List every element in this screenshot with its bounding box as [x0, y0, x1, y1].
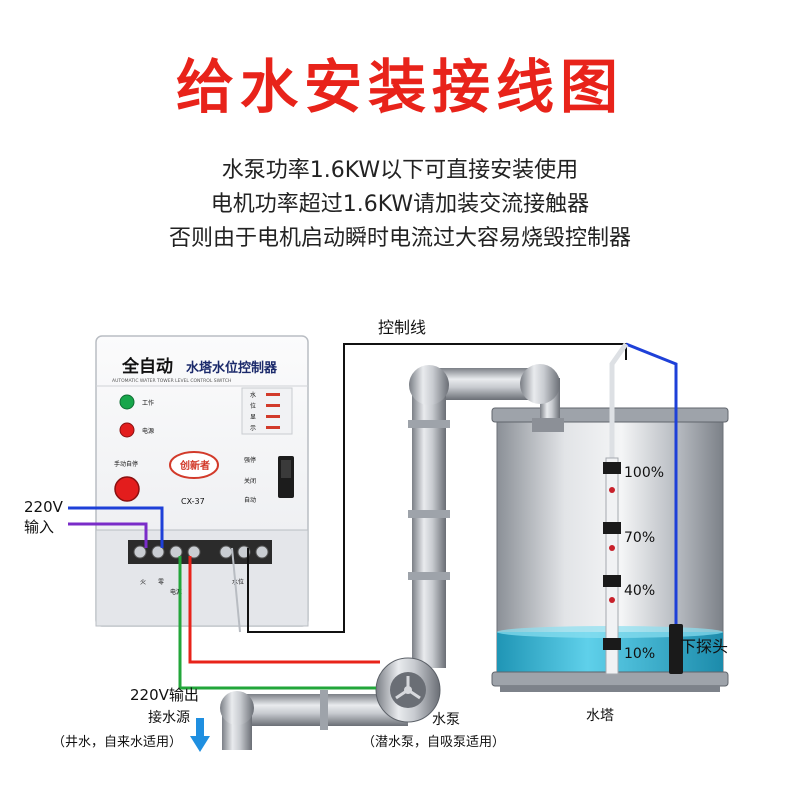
input-wire-blue [68, 506, 164, 548]
water-source-arrow-icon [190, 718, 210, 752]
terminal-label: 火 [140, 579, 146, 586]
indicator-label: 位 [250, 402, 256, 410]
power-led [119, 422, 135, 438]
model-label: CX-37 [181, 497, 205, 506]
output-wire-red [188, 556, 380, 664]
controller-brand: 全自动 [121, 356, 173, 377]
subtitle-line-3: 否则由于电机启动瞬时电流过大容易烧毁控制器 [168, 226, 631, 251]
level-probe-rod [603, 457, 621, 675]
switch-label: 强停 [244, 456, 256, 464]
work-led [119, 394, 135, 410]
input-wire-purple [68, 522, 148, 548]
input-word-label: 输入 [24, 518, 54, 536]
water-pipe [220, 364, 564, 750]
reset-button[interactable] [114, 476, 140, 502]
level-label: 40% [624, 583, 655, 599]
controller-box: 全自动 水塔水位控制器 AUTOMATIC WATER TOWER LEVEL … [95, 335, 309, 627]
pump-label: 水泵 [432, 712, 460, 728]
switch-label: 关闭 [244, 477, 256, 485]
lower-probe-label: 下探头 [680, 637, 728, 656]
indicator-label: 示 [250, 425, 256, 432]
tower-label: 水塔 [586, 708, 614, 724]
terminal-label: 水位 [232, 578, 244, 586]
output-voltage-label: 220V输出 [130, 686, 199, 704]
output-wire-green [178, 556, 376, 690]
upper-probe-wire [609, 342, 629, 458]
work-led-label: 工作 [142, 399, 154, 407]
level-label: 10% [624, 646, 655, 662]
indicator-label: 显 [250, 414, 256, 421]
level-label: 70% [624, 530, 655, 546]
lower-probe-wire [625, 342, 678, 630]
terminal-label: 电源 [170, 588, 182, 596]
terminal-label: 零 [158, 579, 164, 586]
level-indicator-leds: 水 位 显 示 [250, 391, 280, 432]
input-voltage-label: 220V [24, 498, 64, 516]
power-led-label: 电源 [142, 427, 154, 435]
page-title: 给水安装接线图 [175, 53, 624, 121]
pump-note: （潜水泵，自吸泵适用） [362, 735, 505, 750]
level-label: 100% [624, 465, 664, 481]
brand-logo-text: 创新者 [179, 459, 210, 472]
water-source-note: （井水，自来水适用） [52, 735, 182, 750]
subtitle-line-2: 电机功率超过1.6KW请加装交流接触器 [210, 192, 590, 217]
water-source-label: 接水源 [148, 709, 190, 726]
reset-button-label: 手动自停 [114, 460, 138, 468]
controller-name: 水塔水位控制器 [186, 360, 278, 376]
brand-logo [169, 451, 219, 479]
subtitle-line-1: 水泵功率1.6KW以下可直接安装使用 [221, 158, 579, 183]
indicator-label: 水 [250, 391, 256, 399]
switch-label: 自动 [244, 496, 256, 504]
lower-probe [669, 624, 683, 674]
controller-small-caps: AUTOMATIC WATER TOWER LEVEL CONTROL SWIT… [112, 378, 231, 384]
control-wire-label: 控制线 [378, 318, 426, 337]
